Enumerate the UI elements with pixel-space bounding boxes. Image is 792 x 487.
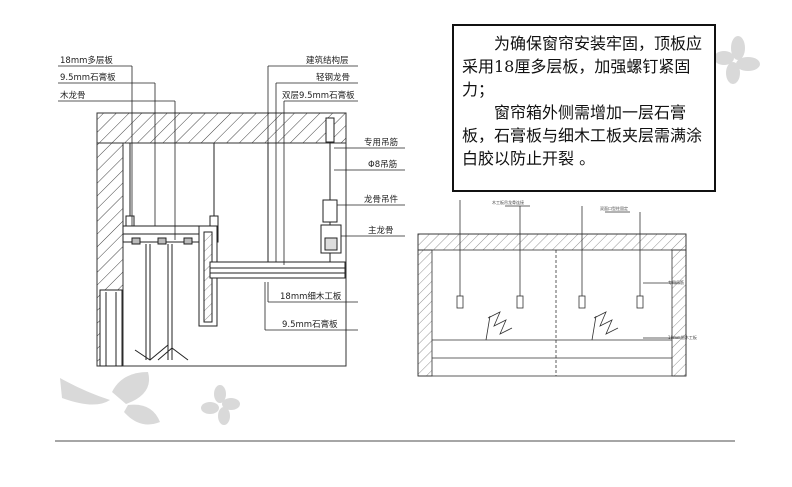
label-main-keel: 主龙骨 <box>368 226 394 236</box>
note-paragraph-1: 为确保窗帘安装牢固，顶板应采用18厘多层板，加强螺钉紧固力； <box>462 34 703 99</box>
label-gypsum-board-bottom: 9.5mm石膏板 <box>282 320 338 330</box>
flower-icon <box>714 36 760 84</box>
label-right-special-hanger: 专用吊筋 <box>668 280 684 285</box>
label-keel-hanger: 龙骨吊件 <box>364 195 399 205</box>
label-double-gypsum: 双层9.5mm石膏板 <box>282 91 355 101</box>
label-right-blockboard: 18mm细木工板 <box>668 335 697 340</box>
label-blockboard-keel-joint: 木工板吊龙骨连接 <box>492 200 524 205</box>
left-section-drawing <box>58 65 405 367</box>
label-phi8-hanger: Φ8吊筋 <box>368 160 398 170</box>
flower-icon <box>60 372 160 425</box>
label-light-steel-keel: 轻钢龙骨 <box>316 73 351 83</box>
label-wood-keel: 木龙骨 <box>60 91 86 101</box>
label-double-column-fix: 双面口型柱固定 <box>600 206 628 211</box>
label-18mm-blockboard: 18mm细木工板 <box>280 292 342 302</box>
label-building-structure: 建筑结构层 <box>306 56 349 66</box>
right-section-drawing <box>417 200 687 377</box>
label-gypsum-board: 9.5mm石膏板 <box>60 73 116 83</box>
note-paragraph-2: 窗帘箱外侧需增加一层石膏板，石膏板与细木工板夹层需满涂白胶以防止开裂 。 <box>462 103 703 168</box>
label-18mm-plywood: 18mm多层板 <box>60 56 113 66</box>
label-special-hanger: 专用吊筋 <box>364 138 399 148</box>
note-box: 为确保窗帘安装牢固，顶板应采用18厘多层板，加强螺钉紧固力； 窗帘箱外侧需增加一… <box>452 24 716 192</box>
flower-icon <box>201 385 240 425</box>
